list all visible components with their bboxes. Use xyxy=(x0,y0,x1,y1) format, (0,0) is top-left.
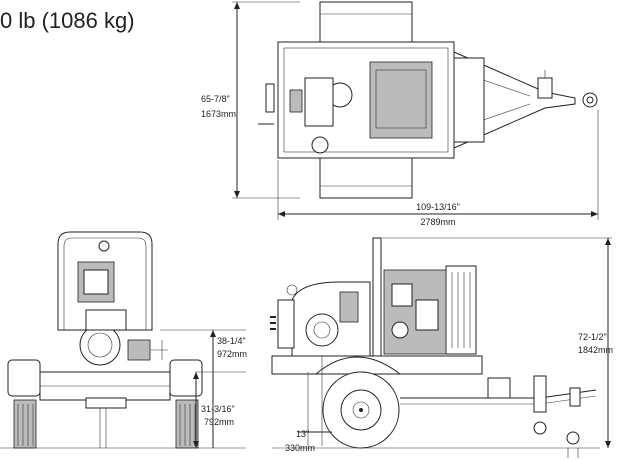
side-fender xyxy=(314,356,402,375)
frame-height-mm-label: 792mm xyxy=(204,417,234,427)
offset-mm-label: 330mm xyxy=(285,443,315,453)
length-mm-label: 2789mm xyxy=(420,217,455,227)
front-view: 38-1/4" 972mm 31-3/16" 792mm xyxy=(0,231,247,449)
radiator xyxy=(445,265,477,355)
fender-right xyxy=(169,359,203,397)
axle-height-inches-label: 38-1/4" xyxy=(217,336,246,346)
lifting-post xyxy=(372,237,382,357)
height-inches-label: 72-1/2" xyxy=(578,332,607,342)
fender-left xyxy=(7,359,41,397)
engine-top xyxy=(369,61,433,139)
frame-height-inches-label: 31-3/16" xyxy=(201,404,235,414)
fender-top xyxy=(319,1,413,43)
width-inches-label: 65-7/8" xyxy=(201,94,230,104)
side-view: 13" 330mm 72-1/2" 1842mm xyxy=(270,237,613,458)
side-pump-volute xyxy=(305,313,339,347)
axle-height-mm-label: 972mm xyxy=(217,349,247,359)
length-inches-label: 109-13/16" xyxy=(416,202,460,212)
width-mm-label: 1673mm xyxy=(201,109,236,119)
side-tow-ring xyxy=(566,431,580,445)
top-view: ), 65-7/8" 1673mm xyxy=(201,0,599,227)
jack-stand xyxy=(533,375,547,413)
height-mm-label: 1842mm xyxy=(578,345,613,355)
offset-inches-label: 13" xyxy=(296,429,309,439)
front-pump xyxy=(79,324,121,366)
fender-bottom xyxy=(319,157,413,199)
weight-label: 0 lb (1086 kg) xyxy=(0,8,135,33)
safety-chains xyxy=(99,408,107,448)
tow-tongue xyxy=(453,51,576,149)
